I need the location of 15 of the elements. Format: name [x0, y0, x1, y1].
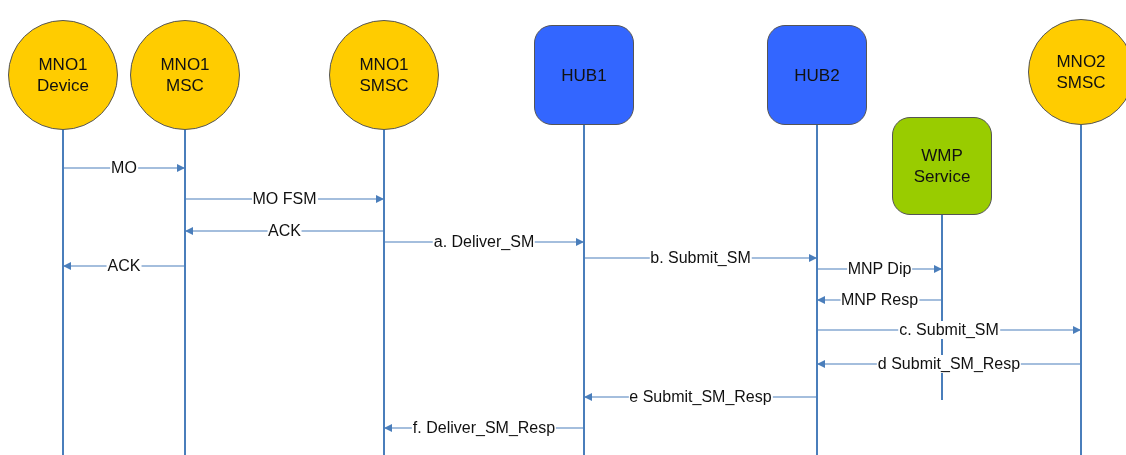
participant-name: MNO1 Device [36, 54, 90, 96]
edge-label: MNP Resp [839, 291, 920, 309]
edge-label: f. Deliver_SM_Resp [411, 419, 557, 437]
participant-name: MNO2 SMSC [1055, 51, 1107, 93]
edge-label: c. Submit_SM [898, 321, 1000, 339]
participant-name: HUB1 [561, 64, 607, 86]
edge-label: e Submit_SM_Resp [628, 388, 773, 406]
participant-name: MNO1 SMSC [358, 54, 410, 96]
edge-label: a. Deliver_SM [432, 233, 536, 251]
participant-name: MNO1 MSC [159, 54, 211, 96]
edge-label: MNP Dip [846, 260, 913, 278]
participant-name: HUB2 [794, 64, 840, 86]
edge-label: d Submit_SM_Resp [876, 355, 1022, 373]
participant-name: WMP Service [912, 145, 972, 187]
edge-label: b. Submit_SM [649, 249, 752, 267]
